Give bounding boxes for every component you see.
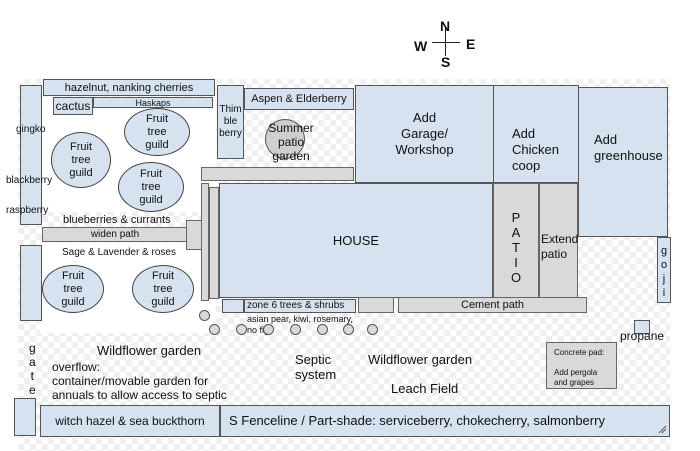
- septic-system-label: Septic system: [295, 352, 337, 382]
- tree-marker: [317, 324, 328, 335]
- witch-hazel-bed: witch hazel & sea buckthorn: [40, 405, 220, 437]
- zone6-bed: zone 6 trees & shrubs: [244, 299, 356, 313]
- tree-marker: [236, 324, 247, 335]
- fruit-tree-guild-4: Fruit tree guild: [42, 265, 104, 313]
- concrete-pad: Concrete pad: Add pergola and grapes: [546, 342, 617, 389]
- summer-patio-label: Summer patio garden: [268, 121, 314, 163]
- raspberry-label: raspberry: [6, 205, 49, 216]
- haskaps-label: Haskaps: [135, 97, 171, 108]
- tree-marker: [199, 310, 210, 321]
- wildflower-garden-right: Wildflower garden: [368, 352, 473, 367]
- fruit-tree-guild-5: Fruit tree guild: [132, 265, 194, 313]
- patio: P A T I O: [493, 183, 539, 299]
- west-lower-bed: [20, 245, 42, 321]
- west-hedge-bed: [20, 85, 42, 225]
- leach-field-label: Leach Field: [391, 381, 459, 396]
- goji-bed: g o j i: [657, 237, 671, 303]
- south-fenceline-bed: S Fenceline / Part-shade: serviceberry, …: [220, 405, 670, 437]
- propane-tank: [634, 320, 650, 334]
- step-pad: [358, 297, 394, 313]
- west-deck-inner: [209, 187, 219, 299]
- offsite-west: [0, 79, 18, 451]
- blackberry-label: blackberry: [6, 175, 53, 186]
- compass-north-label: N: [440, 18, 451, 34]
- gate-label: g a t e: [29, 341, 36, 397]
- greenhouse: Add greenhouse: [578, 87, 668, 237]
- zone6-small-bed: [222, 299, 244, 313]
- gingko-label: gingko: [16, 124, 46, 135]
- cactus-label: cactus: [55, 99, 91, 113]
- resize-grip-icon: [658, 425, 667, 434]
- overflow-note: overflow: container/movable garden for a…: [52, 360, 227, 402]
- thimbleberry-bed: Thim ble berry: [217, 85, 244, 159]
- aspen-elderberry-bed: Aspen & Elderberry: [244, 88, 354, 110]
- widen-path: widen path: [42, 227, 188, 242]
- compass-east-label: E: [466, 36, 476, 52]
- tree-marker: [209, 324, 220, 335]
- garage-workshop: Add Garage/ Workshop: [355, 85, 494, 183]
- north-deck: [201, 167, 354, 181]
- fruit-tree-guild-3: Fruit tree guild: [118, 162, 184, 212]
- summer-patio-garden: [265, 119, 305, 159]
- tree-marker: [367, 324, 378, 335]
- offsite-area: [0, 0, 700, 79]
- haskaps-bed: Haskaps: [93, 97, 213, 108]
- extend-patio: Extend patio: [539, 183, 578, 299]
- cactus-bed: cactus: [53, 97, 93, 115]
- fruit-tree-guild-2: Fruit tree guild: [124, 108, 190, 156]
- zone6-list: asian pear, kiwi, rosemary, no fig: [247, 314, 353, 335]
- compass-south-label: S: [441, 54, 451, 70]
- sage-label: Sage & Lavender & roses: [62, 247, 176, 258]
- hazelnut-bed: hazelnut, nanking cherries: [43, 79, 215, 96]
- gate-post-bed: [14, 398, 36, 436]
- aspen-label: Aspen & Elderberry: [251, 93, 347, 105]
- wildflower-garden-left: Wildflower garden: [97, 343, 202, 358]
- offsite-east: [670, 79, 700, 451]
- cement-path: Cement path: [398, 297, 587, 313]
- hazelnut-label: hazelnut, nanking cherries: [64, 81, 194, 94]
- chicken-coop: Add Chicken coop: [493, 85, 579, 183]
- tree-marker: [290, 324, 301, 335]
- tree-marker: [263, 324, 274, 335]
- compass-west-label: W: [414, 38, 428, 54]
- blueberries-label: blueberries & currants: [63, 214, 171, 226]
- house: HOUSE: [219, 183, 493, 298]
- west-deck-outer: [201, 183, 209, 301]
- tree-marker: [343, 324, 354, 335]
- fruit-tree-guild-1: Fruit tree guild: [51, 132, 111, 188]
- propane-label: propane: [620, 329, 665, 343]
